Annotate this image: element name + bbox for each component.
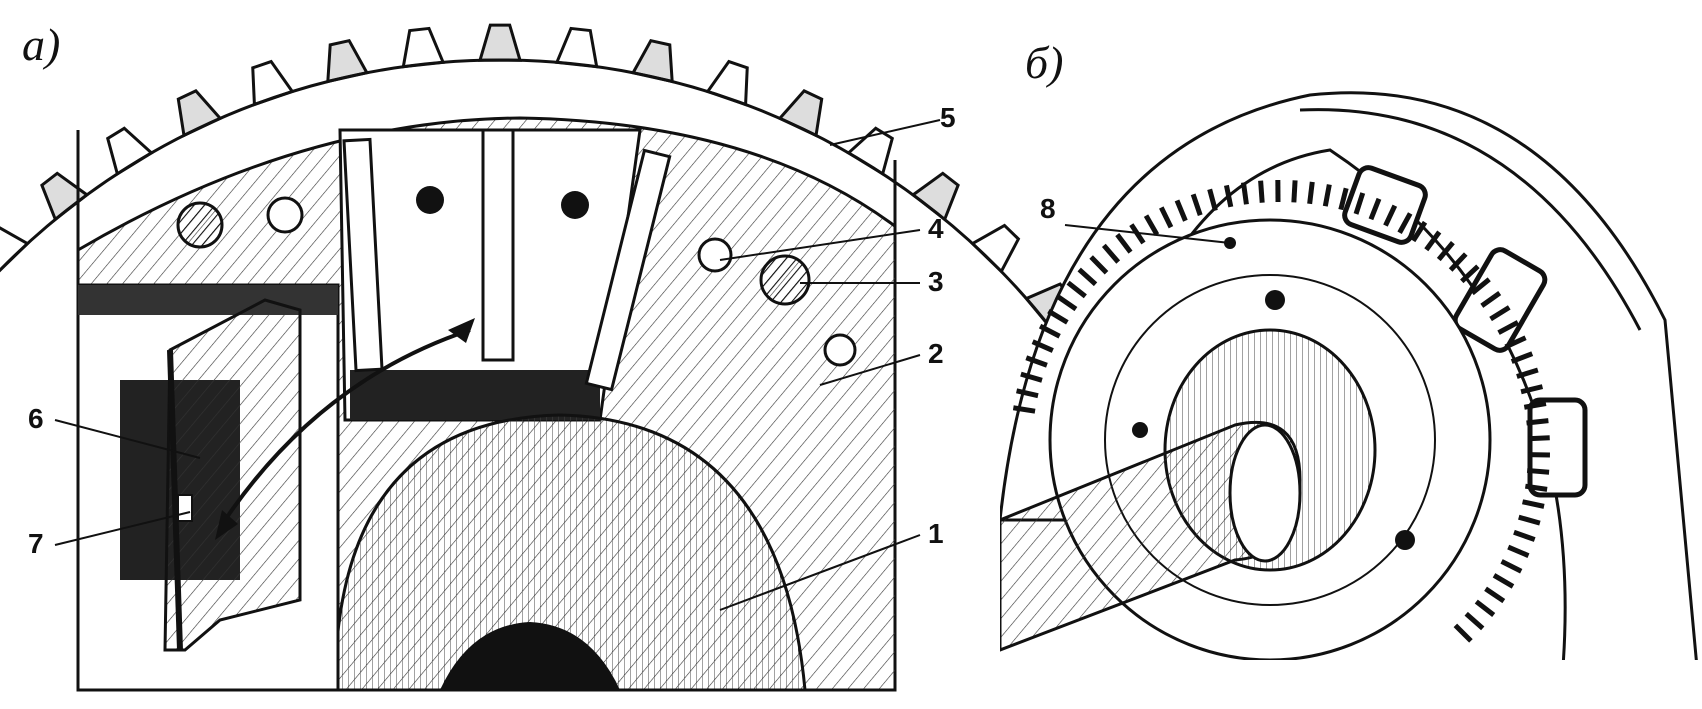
callout-4: 4: [928, 215, 944, 243]
internal-gear-tooth: [1514, 532, 1535, 539]
disc-b-hole-3: [1395, 530, 1415, 550]
panel-a-drawing: [0, 25, 1072, 690]
internal-gear-tooth: [1455, 625, 1471, 641]
internal-gear-tooth: [1013, 408, 1035, 411]
panel-b-tag: б): [1025, 40, 1063, 86]
hole-1: [178, 203, 222, 247]
gear-tooth: [557, 28, 597, 66]
disc-b-hole-1: [1265, 290, 1285, 310]
panel-b-drawing: [1000, 93, 1700, 700]
panel-a-tag: а): [22, 22, 60, 68]
gear-tooth: [403, 28, 443, 66]
callout-6: 6: [28, 405, 44, 433]
internal-gear-tooth: [1527, 421, 1549, 423]
hole-2: [268, 198, 302, 232]
internal-gear-tooth: [1466, 614, 1483, 629]
hole-4: [761, 256, 809, 304]
callout-3: 3: [928, 268, 944, 296]
spring-plate-center: [483, 130, 513, 360]
internal-gear-tooth: [1525, 486, 1547, 489]
internal-gear-tooth: [1508, 547, 1528, 556]
internal-gear-tooth: [1294, 180, 1295, 202]
segment-pin: [178, 495, 192, 521]
internal-gear-tooth: [1523, 502, 1545, 507]
shaft-end: [1230, 425, 1300, 561]
internal-gear-tooth: [1476, 602, 1493, 615]
internal-gear-tooth: [1261, 181, 1263, 203]
friction-segment: [165, 300, 300, 650]
callout-8: 8: [1040, 195, 1056, 223]
internal-gear-tooth: [1310, 182, 1313, 204]
hole-5: [825, 335, 855, 365]
internal-gear-tooth: [1325, 185, 1329, 207]
window-shadow: [350, 370, 600, 420]
gear-tooth: [480, 25, 520, 60]
rivet-window-2: [561, 191, 589, 219]
callout-2: 2: [928, 340, 944, 368]
rivet-window-1: [416, 186, 444, 214]
internal-gear-tooth: [1527, 470, 1549, 472]
callout-5: 5: [940, 104, 956, 132]
callout-7: 7: [28, 530, 44, 558]
flywheel-window-3: [1530, 400, 1585, 495]
internal-gear-tooth: [1528, 438, 1550, 439]
disc-b-hole-2: [1132, 422, 1148, 438]
internal-gear-tooth: [1502, 561, 1522, 571]
internal-gear-tooth: [1243, 182, 1246, 204]
internal-gear-tooth: [1486, 589, 1504, 601]
internal-gear-tooth: [1494, 575, 1513, 586]
callout-1: 1: [928, 520, 944, 548]
hole-3: [699, 239, 731, 271]
internal-gear-tooth: [1519, 517, 1540, 523]
